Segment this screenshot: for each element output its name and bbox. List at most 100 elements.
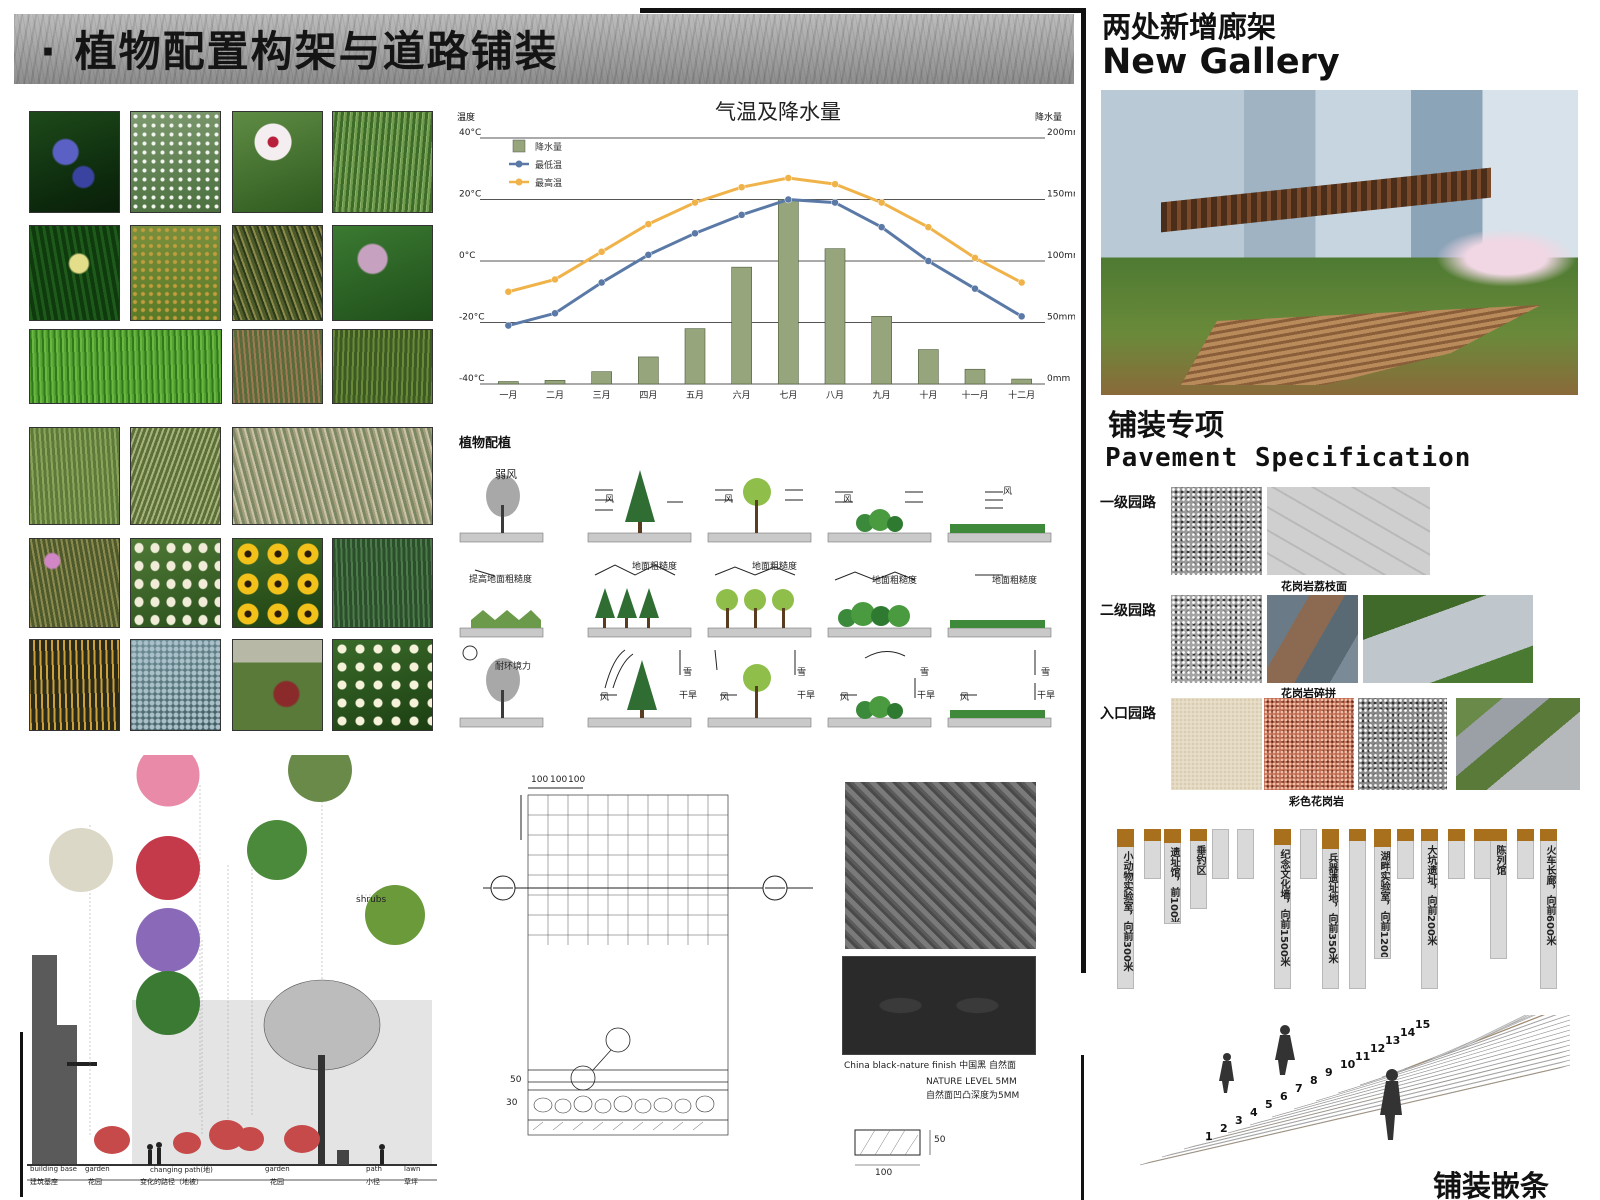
chart-legend-label: 最低温 xyxy=(535,159,562,171)
inlay-strip-cap xyxy=(1164,829,1181,843)
road-label-entrance: 入口园路 xyxy=(1100,706,1156,722)
chart-x-tick-label: 四月 xyxy=(639,390,657,401)
snow-label-1: 雪 xyxy=(683,668,693,678)
chart-x-tick-label: 十二月 xyxy=(1008,389,1035,401)
chart-left-tick-label: -40°C xyxy=(459,374,484,384)
plant-photo-tall-grass xyxy=(332,538,433,628)
section-label-lawn: lawn xyxy=(404,1165,421,1173)
plant-photo-white-spike xyxy=(130,538,221,628)
wind-label-3: 风 xyxy=(843,495,853,505)
inlay-strip-cap xyxy=(1517,829,1534,841)
chart-bar xyxy=(824,248,846,385)
plant-photo-sedge xyxy=(232,225,323,321)
chart-bar xyxy=(544,380,566,385)
chart-point xyxy=(551,309,559,318)
gallery-title-en: New Gallery xyxy=(1102,42,1340,82)
chart-point xyxy=(691,198,699,207)
chart-x-tick-label: 一月 xyxy=(499,390,517,401)
inlay-number: 14 xyxy=(1400,1026,1416,1039)
swatch-caption-primary: 花岗岩荔枝面 xyxy=(1281,580,1347,593)
chart-x-tick-label: 二月 xyxy=(546,390,564,401)
section-label-garden-2-cn: 花园 xyxy=(270,1178,284,1186)
plant-photo-reed xyxy=(332,329,433,404)
chart-bar xyxy=(778,199,799,385)
inlay-strip xyxy=(1212,829,1229,879)
plant-config-row-roughness: 提高地面粗糙度 xyxy=(469,575,533,585)
inlay-strip-text: 陈列馆 xyxy=(1494,845,1505,875)
drought-label-1: 干旱 xyxy=(679,691,698,701)
plant-photo-grass xyxy=(332,111,433,213)
plant-photo-pink-cluster xyxy=(332,225,433,321)
swatch-granite-crazy-photo xyxy=(1363,595,1533,683)
inlay-number: 5 xyxy=(1265,1098,1273,1111)
inlay-perspective-strip xyxy=(1227,1044,1571,1134)
snow-label-3: 雪 xyxy=(920,668,930,678)
chart-left-tick-label: -20°C xyxy=(459,313,484,323)
stone-caption: China black-nature finish 中国黑 自然面 xyxy=(844,1061,1017,1071)
chart-right-tick-label: 200mm xyxy=(1047,128,1075,138)
swatch-caption-secondary: 花岗岩碎拼 xyxy=(1281,687,1336,700)
plant-photo-red-planting xyxy=(232,639,323,731)
inlay-perspective-strip xyxy=(1447,1015,1530,1054)
plant-photo-foxtail xyxy=(29,427,120,525)
roughness-label-2: 地面粗糙度 xyxy=(752,562,798,572)
frame-line-top xyxy=(640,8,1085,13)
frame-line-left xyxy=(20,1032,23,1197)
inlay-strip-cap xyxy=(1448,829,1465,841)
nature-level-note: NATURE LEVEL 5MM xyxy=(926,1077,1017,1087)
chart-series-line xyxy=(507,197,1023,328)
chart-point xyxy=(597,278,606,287)
inlay-strip-cap xyxy=(1474,829,1491,841)
chart-point xyxy=(924,223,933,231)
chart-left-tick-label: 40°C xyxy=(459,128,481,138)
chart-point xyxy=(784,195,793,204)
inlay-number: 3 xyxy=(1235,1114,1243,1127)
stone-block-width: 100 xyxy=(875,1168,893,1178)
plant-photo-dry-grass xyxy=(232,329,323,404)
wind-label-5: 风 xyxy=(600,693,610,703)
inlay-strip-text: 火车长廊，向前600米 xyxy=(1544,845,1555,946)
wind-label-1: 风 xyxy=(605,495,615,505)
chart-point xyxy=(831,198,839,207)
drought-label-4: 干旱 xyxy=(1037,691,1056,701)
chart-title: 气温及降水量 xyxy=(715,100,841,124)
swatch-color-granite-red xyxy=(1264,698,1354,790)
chart-point xyxy=(551,275,559,284)
chart-point xyxy=(1017,312,1026,321)
inlay-number: 6 xyxy=(1280,1090,1288,1103)
chart-legend-swatch xyxy=(512,139,526,153)
inlay-strip-cap xyxy=(1117,829,1134,847)
plant-photo-black-eyed-susan xyxy=(232,538,323,628)
roughness-label-1: 地面粗糙度 xyxy=(632,562,678,572)
inlay-strip-text: 小动物实验室，向前300米 xyxy=(1121,851,1132,972)
section-label-garden-2: garden xyxy=(265,1165,290,1173)
section-label-building-base: building base xyxy=(30,1165,77,1173)
stone-sample-texture xyxy=(845,782,1036,949)
inlay-number: 2 xyxy=(1220,1122,1228,1135)
inlay-strip xyxy=(1300,829,1317,879)
chart-left-tick-label: 20°C xyxy=(459,190,481,200)
inlay-strip-text: 垂钓区 xyxy=(1194,845,1205,875)
plant-photo-feather-grass xyxy=(232,427,433,525)
roughness-label-3: 地面粗糙度 xyxy=(872,576,918,586)
stone-block-section xyxy=(854,1129,931,1166)
inlay-number: 4 xyxy=(1250,1106,1258,1119)
chart-bar xyxy=(1011,378,1032,385)
chart-left-axis-label: 温度 xyxy=(457,113,476,123)
plant-photo-silver-shrub xyxy=(130,639,221,731)
section-label-changing-path: changing path(地) xyxy=(150,1166,213,1174)
section-label-changing-path-cn: 变化的路径（地被） xyxy=(140,1178,203,1186)
inlay-strip-cap xyxy=(1421,829,1438,841)
inlay-title: 铺装嵌条 xyxy=(1433,1169,1550,1200)
chart-right-tick-label: 50mm xyxy=(1047,313,1075,323)
chart-bar xyxy=(591,371,612,385)
paving-title-en: Pavement Specification xyxy=(1105,443,1472,473)
inlay-strip-text: 纪念文化墙，向前1500米 xyxy=(1278,849,1289,967)
swatch-granite-crazy-1 xyxy=(1171,595,1262,683)
grid-dim-3: 100 xyxy=(568,775,586,785)
plant-photo-white-shrub xyxy=(130,111,221,213)
roughness-label-4: 地面粗糙度 xyxy=(992,576,1038,586)
inlay-strip-cap xyxy=(1397,829,1414,841)
inlay-number: 9 xyxy=(1325,1066,1333,1079)
plant-photo-golden-grass xyxy=(29,639,120,731)
